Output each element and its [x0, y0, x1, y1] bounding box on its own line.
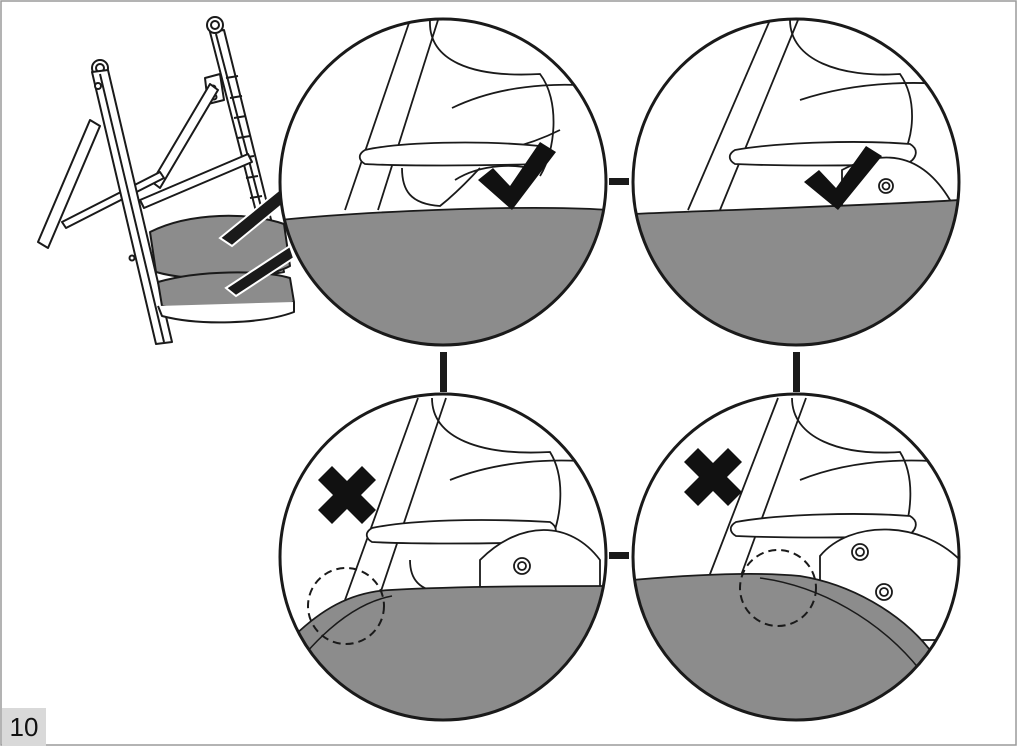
check-mark-icon	[478, 142, 556, 210]
detail-panel-top-right	[631, 17, 961, 347]
detail-panel-top-left	[278, 17, 608, 347]
step-number-label: 10	[2, 708, 46, 746]
check-mark-icon	[804, 146, 882, 210]
connector-lines	[440, 178, 800, 559]
pointer-wedge	[224, 244, 296, 298]
highlight-circle	[739, 549, 817, 627]
cross-mark-icon	[684, 448, 742, 506]
detail-panel-bottom-left	[278, 392, 608, 722]
detail-panel-bottom-right	[631, 392, 961, 722]
high-chair-illustration	[37, 16, 295, 345]
highlight-circle	[307, 567, 385, 645]
cross-mark-icon	[318, 466, 376, 524]
